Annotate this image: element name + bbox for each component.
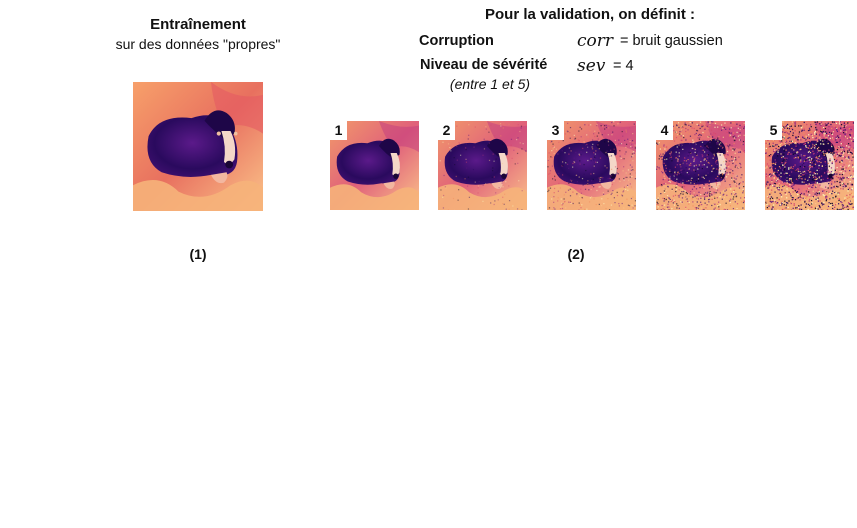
validation-title: Pour la validation, on définit : — [484, 6, 695, 23]
dog-photo — [133, 82, 263, 211]
dog-photo-noisy — [438, 121, 527, 210]
severity-number: 1 — [330, 121, 347, 140]
panel-label-2: (2) — [567, 246, 585, 262]
severity-number: 4 — [656, 121, 673, 140]
severity-number: 3 — [547, 121, 564, 140]
severity-range-note: (entre 1 et 5) — [449, 76, 531, 92]
corruption-value: = bruit gaussien — [620, 33, 723, 49]
training-dog-image — [133, 82, 263, 211]
severity-thumbnail-3: 3 — [547, 121, 636, 210]
severity-number: 5 — [765, 121, 782, 140]
training-subtitle: sur des données "propres" — [115, 36, 281, 52]
severity-thumbnail-4: 4 — [656, 121, 745, 210]
dog-photo-noisy — [547, 121, 636, 210]
corruption-symbol: corr — [577, 31, 614, 51]
severity-symbol: sev — [577, 56, 606, 76]
training-title: Entraînement — [150, 16, 246, 33]
corruption-label: Corruption — [419, 33, 494, 49]
severity-thumbnail-1: 1 — [330, 121, 419, 210]
severity-thumbnail-5: 5 — [765, 121, 854, 210]
severity-number: 2 — [438, 121, 455, 140]
panel-label-1: (1) — [189, 246, 207, 262]
severity-label: Niveau de sévérité — [420, 57, 548, 73]
severity-thumbnail-2: 2 — [438, 121, 527, 210]
severity-value: = 4 — [613, 58, 634, 74]
